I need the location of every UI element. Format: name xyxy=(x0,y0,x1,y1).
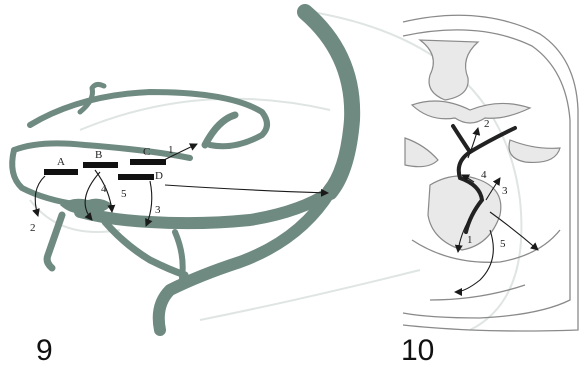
arrow-10-label-3: 3 xyxy=(502,185,508,197)
arrow-10-label-4: 4 xyxy=(481,169,487,181)
skull-inner-outline xyxy=(403,30,570,318)
bar-c xyxy=(130,159,166,165)
petrous-ridge-right xyxy=(509,140,560,162)
figure-10-diagram: 1 2 3 4 5 10 xyxy=(401,15,578,366)
skull-outer-outline xyxy=(403,15,578,331)
arrow-label-4: 4 xyxy=(101,183,107,195)
arrow-to-confluence xyxy=(165,185,328,193)
arrow-10-label-5: 5 xyxy=(500,238,506,250)
bar-a xyxy=(44,169,78,175)
bar-label-c: C xyxy=(143,146,150,158)
bar-label-d: D xyxy=(155,170,163,182)
bar-label-a: A xyxy=(57,156,65,168)
arrow-10-label-2: 2 xyxy=(484,118,490,130)
sphenoid-bone xyxy=(420,40,478,100)
straight-sinus-vessel xyxy=(80,192,330,223)
basal-vein-left xyxy=(12,150,80,205)
arrow-label-1: 1 xyxy=(168,144,174,156)
clinoid-process xyxy=(412,101,530,123)
bar-d xyxy=(118,174,154,180)
bar-label-b: B xyxy=(95,149,102,161)
arrow-10-label-1: 1 xyxy=(467,234,473,246)
bar-b xyxy=(83,162,118,168)
arrow-label-3: 3 xyxy=(155,204,161,216)
arrow-10-5 xyxy=(490,212,538,250)
arrow-label-5: 5 xyxy=(121,188,127,200)
superior-sagittal-sinus xyxy=(305,12,352,192)
figure-number-9: 9 xyxy=(36,334,53,366)
arrow-10-2 xyxy=(468,128,478,158)
petrous-ridge-left xyxy=(405,138,438,167)
vein-of-galen xyxy=(205,115,235,145)
posterior-fossa xyxy=(428,176,501,250)
figure-number-10: 10 xyxy=(401,334,434,366)
arrow-label-2: 2 xyxy=(30,222,36,234)
